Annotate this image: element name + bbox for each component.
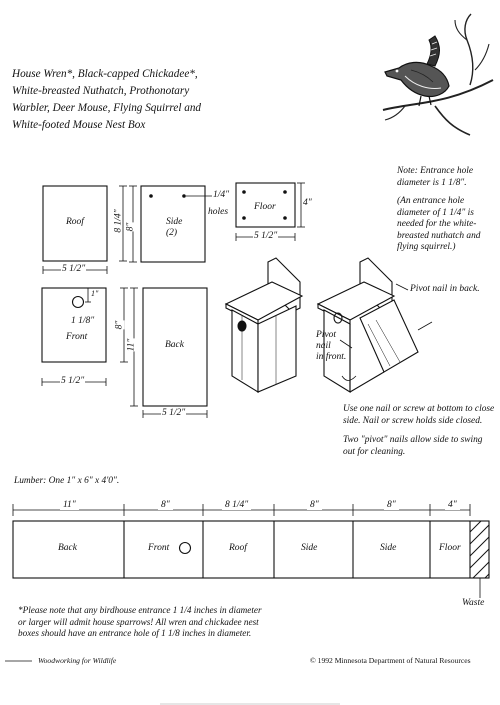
wren-illustration — [382, 13, 494, 136]
board-segment-roof: Roof — [229, 543, 247, 553]
footer-left: Woodworking for Wildlife — [38, 656, 117, 665]
board-segment-back: Back — [58, 543, 77, 553]
board-length-front: 8" — [158, 500, 173, 510]
side-height: 8" — [125, 222, 136, 232]
instruction-line: out for cleaning. — [343, 446, 406, 457]
pivot-front-line: nail — [316, 341, 331, 351]
floor-height: 4" — [303, 198, 312, 208]
larger-hole-note: (An entrance hole diameter of 1 1/4" is … — [397, 196, 481, 254]
side-count: (2) — [166, 228, 178, 238]
footnote-line: boxes should have an entrance hole of 1 … — [18, 628, 252, 638]
roof-panel — [42, 185, 108, 262]
page-title: House Wren*, Black-capped Chickadee*, Wh… — [12, 66, 202, 134]
back-width: 5 1/2" — [161, 408, 187, 418]
front-label: Front — [66, 332, 88, 342]
front-hole-offset: 1" — [91, 289, 99, 298]
waste-label: Waste — [462, 598, 485, 608]
title-line: White-footed Mouse Nest Box — [12, 119, 146, 131]
note-line: (An entrance hole — [397, 196, 465, 206]
floor-panel — [235, 182, 296, 228]
front-width: 5 1/2" — [60, 376, 86, 386]
footnote-line: *Please note that any birdhouse entrance… — [18, 605, 262, 615]
board-segment-floor: Floor — [439, 543, 461, 553]
note-line: Note: Entrance hole — [397, 166, 474, 176]
assembled-box-open — [316, 257, 419, 393]
roof-label: Roof — [66, 217, 84, 227]
footnote-line: or larger will admit house sparrows! All… — [18, 616, 259, 627]
instruction-line: Two "pivot" nails allow side to swing — [343, 435, 483, 445]
board-segment-side: Side — [301, 543, 318, 553]
front-entrance-hole — [71, 295, 85, 309]
waste-hatch — [469, 520, 490, 579]
open-box-entrance — [333, 312, 343, 324]
pivot-front-line: in front. — [316, 352, 347, 362]
floor-hole — [283, 216, 287, 220]
instruction-close: Use one nail or screw at bottom to close… — [343, 404, 494, 427]
floor-hole — [283, 190, 287, 194]
board-length-side: 8" — [307, 500, 322, 510]
pivot-front-label: Pivot nail in front. — [316, 330, 346, 363]
board-entrance-hole — [178, 541, 192, 555]
board-segment-front: Front — [148, 543, 170, 553]
back-label: Back — [165, 340, 184, 350]
floor-label: Floor — [254, 202, 276, 212]
instruction-line: Use one nail or screw at bottom to close — [343, 404, 495, 414]
title-line: White-breasted Nuthatch, Prothonotary — [12, 85, 190, 97]
front-height: 8" — [114, 320, 125, 330]
note-line: diameter is 1 1/8". — [397, 177, 467, 188]
back-panel — [142, 287, 208, 407]
roof-width: 5 1/2" — [61, 264, 87, 274]
back-height: 11" — [126, 338, 137, 352]
front-panel — [41, 287, 107, 363]
side-hole — [149, 194, 153, 198]
entrance-note: Note: Entrance hole diameter is 1 1/8". — [397, 166, 473, 189]
board-segment-side: Side — [380, 543, 397, 553]
note-line: breasted nuthatch and — [397, 230, 481, 241]
note-line: diameter of 1 1/4" is — [397, 207, 474, 218]
footnote: *Please note that any birdhouse entrance… — [18, 605, 262, 640]
roof-height: 8 1/4" — [113, 209, 124, 233]
pivot-front-line: Pivot — [316, 330, 337, 340]
assembled-box-closed — [224, 257, 304, 393]
title-line: House Wren*, Black-capped Chickadee*, — [12, 68, 198, 80]
closed-box-entrance — [237, 320, 247, 332]
instruction-pivot: Two "pivot" nails allow side to swing ou… — [343, 435, 482, 458]
note-line: flying squirrel.) — [397, 242, 456, 252]
side-panel — [140, 185, 206, 263]
note-line: needed for the white- — [397, 219, 477, 229]
lumber-label: Lumber: One 1" x 6" x 4'0". — [14, 476, 120, 486]
side-hole — [182, 194, 186, 198]
floor-width: 5 1/2" — [253, 231, 279, 241]
instruction-line: side. Nail or screw holds side closed. — [343, 415, 483, 426]
pivot-back-label: Pivot nail in back. — [410, 284, 480, 294]
board-length-floor: 4" — [445, 500, 460, 510]
front-hole-size: 1 1/8" — [71, 316, 95, 326]
board-length-roof: 8 1/4" — [222, 500, 252, 510]
board-length-back: 11" — [60, 500, 79, 510]
holes-label: holes — [208, 207, 229, 217]
floor-hole — [242, 190, 246, 194]
side-label: Side — [166, 217, 183, 227]
lumber-board — [12, 520, 490, 579]
holes-dimension: 1/4" — [213, 190, 230, 200]
board-length-side: 8" — [384, 500, 399, 510]
footer-right: © 1992 Minnesota Department of Natural R… — [310, 656, 471, 665]
floor-hole — [242, 216, 246, 220]
title-line: Warbler, Deer Mouse, Flying Squirrel and — [12, 102, 202, 114]
